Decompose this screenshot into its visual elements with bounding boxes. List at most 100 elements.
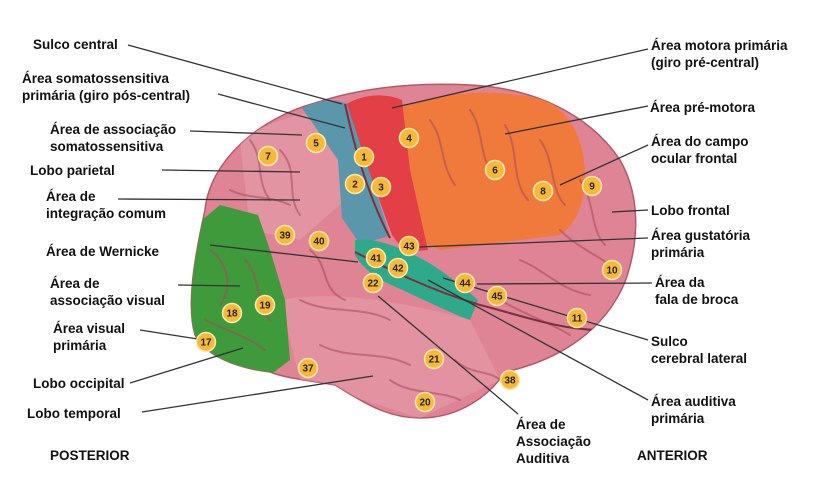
brodmann-marker-circle (254, 294, 276, 316)
leader-line (377, 295, 519, 415)
brodmann-marker-circle (387, 257, 409, 279)
brodmann-marker-circle (370, 176, 392, 198)
leader-line (442, 277, 649, 341)
brodmann-marker-circle (581, 175, 603, 197)
brodmann-marker-number: 45 (491, 292, 503, 303)
brodmann-marker-circle (566, 307, 588, 329)
brodmann-marker-circle (221, 302, 243, 324)
brodmann-marker-circle (398, 235, 420, 257)
brodmann-marker-number: 4 (406, 134, 412, 145)
brodmann-area-22: 22 (362, 272, 384, 294)
brodmann-marker-number: 39 (279, 231, 291, 242)
brodmann-area-7: 7 (257, 145, 279, 167)
brodmann-area-9: 9 (581, 175, 603, 197)
leader-line (117, 198, 301, 201)
brodmann-marker-number: 44 (459, 279, 471, 290)
brodmann-marker-circle (454, 272, 476, 294)
brodmann-area-43: 43 (398, 235, 420, 257)
brodmann-marker-circle (365, 247, 387, 269)
brodmann-area-3: 3 (370, 176, 392, 198)
brodmann-marker-number: 19 (259, 301, 271, 312)
brodmann-marker-circle (344, 173, 366, 195)
leader-line (177, 284, 241, 287)
brodmann-area-18: 18 (221, 302, 243, 324)
label-motora-primaria: Área motora primária(giro pré-central) (651, 38, 788, 70)
label-lobo-occipital: Lobo occipital (33, 376, 125, 391)
brodmann-marker-circle (486, 285, 508, 307)
leader-line (209, 244, 359, 263)
brodmann-area-41: 41 (365, 247, 387, 269)
brodmann-marker-number: 7 (265, 152, 271, 163)
brodmann-area-37: 37 (297, 357, 319, 379)
leader-line (417, 237, 649, 248)
brodmann-marker-circle (601, 259, 623, 281)
brodmann-marker-circle (353, 146, 375, 168)
label-lobo-parietal: Lobo parietal (30, 163, 115, 178)
label-lobo-frontal: Lobo frontal (651, 203, 730, 218)
central-sulcus-line (344, 103, 391, 239)
brodmann-marker-circle (423, 348, 445, 370)
brodmann-marker-number: 1 (361, 153, 367, 164)
leader-line (217, 93, 346, 129)
brodmann-marker-number: 20 (419, 398, 431, 409)
label-lobo-temporal: Lobo temporal (27, 406, 121, 421)
brodmann-marker-circle (484, 159, 506, 181)
brodmann-area-10: 10 (601, 259, 623, 281)
brodmann-marker-number: 5 (313, 139, 319, 150)
brodmann-marker-circle (499, 369, 521, 391)
leader-line (391, 48, 649, 109)
brodmann-area-5: 5 (305, 132, 327, 154)
brodmann-marker-circle (362, 272, 384, 294)
label-anterior: ANTERIOR (637, 448, 708, 463)
brodmann-area-20: 20 (414, 391, 436, 413)
label-wernicke: Área de Wernicke (46, 244, 160, 259)
brodmann-marker-number: 18 (226, 309, 238, 320)
leader-line (559, 144, 649, 186)
brodmann-marker-circle (414, 391, 436, 413)
brodmann-marker-circle (297, 357, 319, 379)
brodmann-marker-number: 2 (352, 180, 358, 191)
brodmann-marker-number: 38 (504, 376, 516, 387)
brodmann-area-45: 45 (486, 285, 508, 307)
brodmann-marker-number: 10 (606, 266, 618, 277)
brodmann-area-8: 8 (532, 180, 554, 202)
brodmann-area-39: 39 (274, 224, 296, 246)
brodmann-area-17: 17 (195, 331, 217, 353)
brodmann-area-44: 44 (454, 272, 476, 294)
label-sulco-central: Sulco central (33, 37, 118, 52)
brodmann-area-42: 42 (387, 257, 409, 279)
brodmann-area-11: 11 (566, 307, 588, 329)
label-posterior: POSTERIOR (50, 448, 130, 463)
leader-line (611, 209, 649, 213)
brodmann-marker-number: 11 (572, 314, 583, 325)
brodmann-marker-number: 9 (589, 182, 595, 193)
label-pre-motora: Área pré-motora (650, 100, 756, 115)
leader-line (427, 279, 649, 401)
leader-line (127, 44, 343, 105)
brodmann-marker-number: 8 (540, 187, 546, 198)
brodmann-area-2: 2 (344, 173, 366, 195)
leader-line (129, 347, 244, 384)
brodmann-marker-circle (274, 224, 296, 246)
brodmann-marker-number: 3 (378, 183, 384, 194)
brodmann-marker-number: 37 (302, 364, 314, 375)
brodmann-marker-circle (195, 331, 217, 353)
brodmann-marker-number: 17 (200, 338, 212, 349)
brodmann-area-40: 40 (308, 230, 330, 252)
brodmann-marker-number: 6 (492, 166, 498, 177)
leader-line (476, 282, 653, 285)
brodmann-marker-number: 42 (392, 264, 404, 275)
brodmann-marker-circle (398, 127, 420, 149)
